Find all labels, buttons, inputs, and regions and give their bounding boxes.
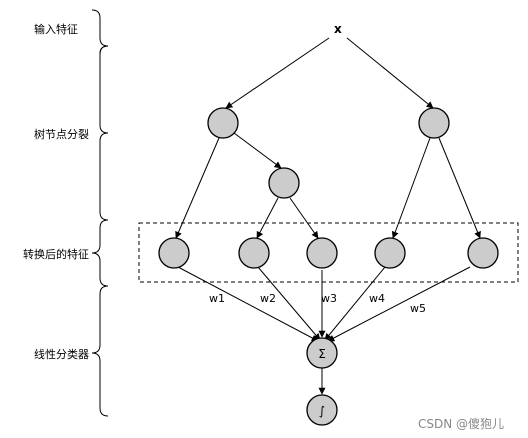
sum-node <box>306 337 338 369</box>
label-input-features: 输入特征 <box>34 22 78 36</box>
transformed-features-box <box>138 222 519 283</box>
edge-left-leaf1 <box>175 137 220 239</box>
leaf-node-5 <box>467 237 499 269</box>
tree-right-root-node <box>418 107 450 139</box>
watermark: CSDN @傻狍儿 <box>418 416 504 431</box>
edge-right-leaf4 <box>391 137 431 239</box>
edge-left-inner <box>233 132 282 169</box>
brace-classifier <box>91 285 109 417</box>
tree-left-root-node <box>207 107 239 139</box>
sum-symbol: Σ <box>318 347 326 361</box>
edge-leaf4-sum <box>324 266 386 341</box>
edge-leaf1-sum <box>177 266 319 342</box>
edge-right-leaf5 <box>438 137 481 239</box>
weight-label-w3: w3 <box>321 292 337 305</box>
leaf-node-4 <box>374 237 406 269</box>
label-transformed-features: 转换后的特征 <box>23 247 89 261</box>
brace-transformed <box>91 219 109 287</box>
edge-leaf5-sum <box>327 266 471 342</box>
weight-label-w1: w1 <box>209 292 225 305</box>
weight-label-w2: w2 <box>260 292 276 305</box>
brace-tree <box>99 45 109 221</box>
edge-leaf2-sum <box>257 266 321 341</box>
edge-x-left <box>225 37 330 109</box>
edge-inner-leaf3 <box>289 197 319 239</box>
label-linear-classifier: 线性分类器 <box>34 347 89 361</box>
leaf-node-1 <box>158 237 190 269</box>
leaf-node-3 <box>306 237 338 269</box>
edge-x-right <box>346 37 434 109</box>
input-node-x: x <box>334 22 342 36</box>
activation-node <box>306 394 338 426</box>
leaf-node-2 <box>238 237 270 269</box>
edge-inner-leaf2 <box>256 197 279 239</box>
tree-left-inner-node <box>268 167 300 199</box>
weight-label-w4: w4 <box>369 292 385 305</box>
activation-symbol: ∫ <box>319 404 325 418</box>
label-tree-split: 树节点分裂 <box>34 127 89 141</box>
weight-label-w5: w5 <box>410 302 426 315</box>
